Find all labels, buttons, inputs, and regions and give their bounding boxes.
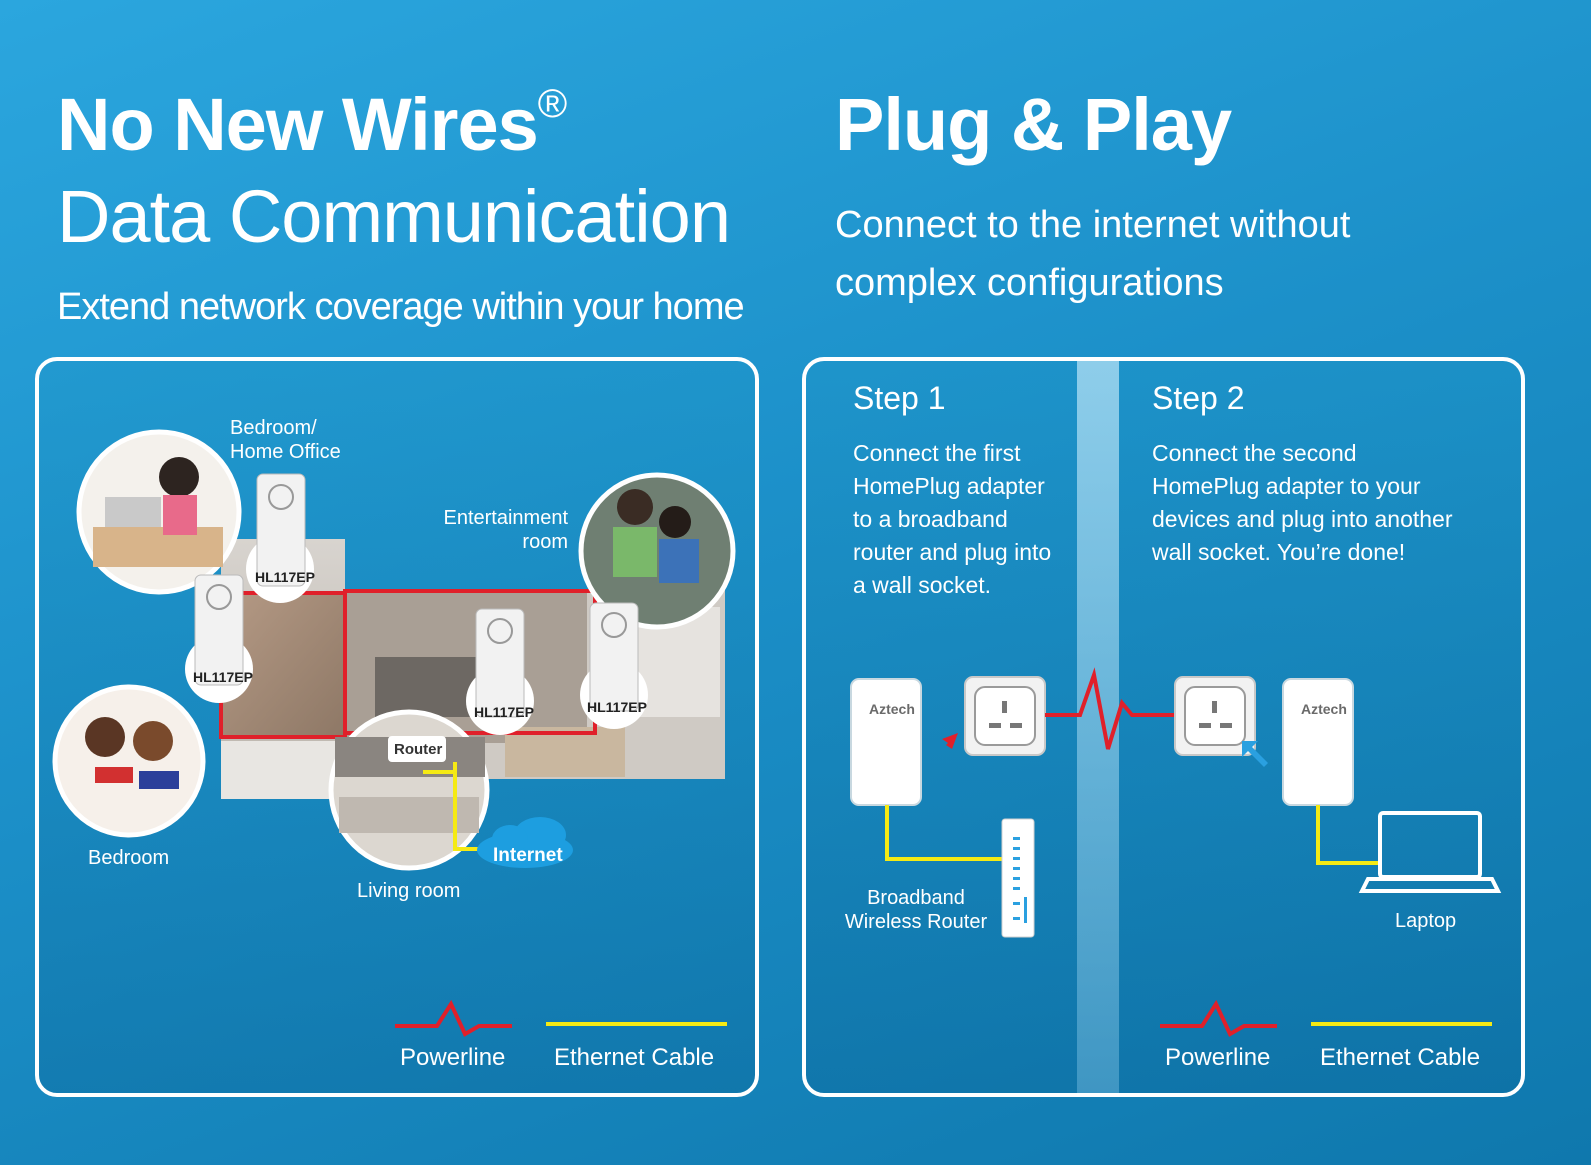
step2-title: Step 2 xyxy=(1152,380,1245,416)
laptop-ethernet-line xyxy=(1316,805,1380,865)
step1-adapter-brand: Aztech xyxy=(869,701,915,717)
step2-text: Connect the second HomePlug adapter to y… xyxy=(1152,440,1453,565)
step2-adapter-brand: Aztech xyxy=(1301,701,1347,717)
bedroom-office-photo xyxy=(76,429,242,595)
right-title: Plug & Play xyxy=(835,83,1232,166)
living-room-photo xyxy=(328,709,490,871)
left-legend-powerline: Powerline xyxy=(400,1044,506,1071)
step2-adapter xyxy=(1282,678,1354,806)
adapter-label-3: HL117EP xyxy=(474,704,534,720)
adapter-living-room xyxy=(466,608,534,735)
step1-wall-socket xyxy=(964,676,1046,756)
plug-in-arrow-1 xyxy=(928,733,958,763)
plug-and-play-diagram xyxy=(850,667,1502,938)
step1-text: Connect the first HomePlug adapter to a … xyxy=(853,440,1052,598)
left-legend-lines xyxy=(395,1000,727,1037)
bedroom-photo xyxy=(52,684,206,838)
left-subtitle: Extend network coverage within your home xyxy=(57,286,745,328)
left-legend-ethernet: Ethernet Cable xyxy=(554,1044,715,1071)
room-label-living-room: Living room xyxy=(357,880,461,902)
step1-title: Step 1 xyxy=(853,380,946,416)
router-caption: Broadband Wireless Router xyxy=(844,887,988,933)
internet-label: Internet xyxy=(493,845,563,866)
room-label-bedroom-office: Bedroom/ Home Office xyxy=(230,417,341,463)
router-label: Router xyxy=(394,741,443,758)
internet-cloud xyxy=(477,817,573,868)
router-tag xyxy=(388,736,446,762)
step-divider xyxy=(1077,361,1119,1093)
right-legend-ethernet: Ethernet Cable xyxy=(1320,1044,1481,1071)
adapter-bedroom xyxy=(185,574,253,703)
laptop-icon xyxy=(1358,811,1502,893)
router-ethernet-line xyxy=(885,805,1002,861)
entertainment-room-photo xyxy=(578,472,736,630)
room-label-entertainment: Entertainment room xyxy=(443,507,568,553)
right-subtitle: Connect to the internet without complex … xyxy=(835,204,1351,304)
left-title-second: Data Communication xyxy=(57,175,731,258)
right-legend-lines xyxy=(1160,1000,1492,1037)
right-legend-powerline: Powerline xyxy=(1165,1044,1271,1071)
registered-mark: ® xyxy=(537,82,568,126)
plug-in-arrow-2 xyxy=(1242,741,1268,767)
laptop-caption: Laptop xyxy=(1395,910,1457,932)
step1-adapter xyxy=(850,678,922,806)
room-label-bedroom: Bedroom xyxy=(88,847,170,869)
adapter-label-2: HL117EP xyxy=(193,669,253,685)
adapter-entertainment xyxy=(580,602,648,729)
home-network-diagram xyxy=(52,429,736,871)
adapter-label-1: HL117EP xyxy=(255,569,315,585)
step2-wall-socket xyxy=(1174,676,1256,756)
powerline-connection xyxy=(1045,667,1175,750)
powerline-legend-line-right xyxy=(1160,1000,1277,1037)
adapter-bedroom-office xyxy=(246,473,314,603)
left-title: No New Wires® xyxy=(57,82,567,166)
powerline-legend-line xyxy=(395,1000,512,1037)
plug-and-play-panel xyxy=(802,357,1525,1097)
adapter-label-4: HL117EP xyxy=(587,699,647,715)
broadband-router-icon xyxy=(1001,818,1035,938)
